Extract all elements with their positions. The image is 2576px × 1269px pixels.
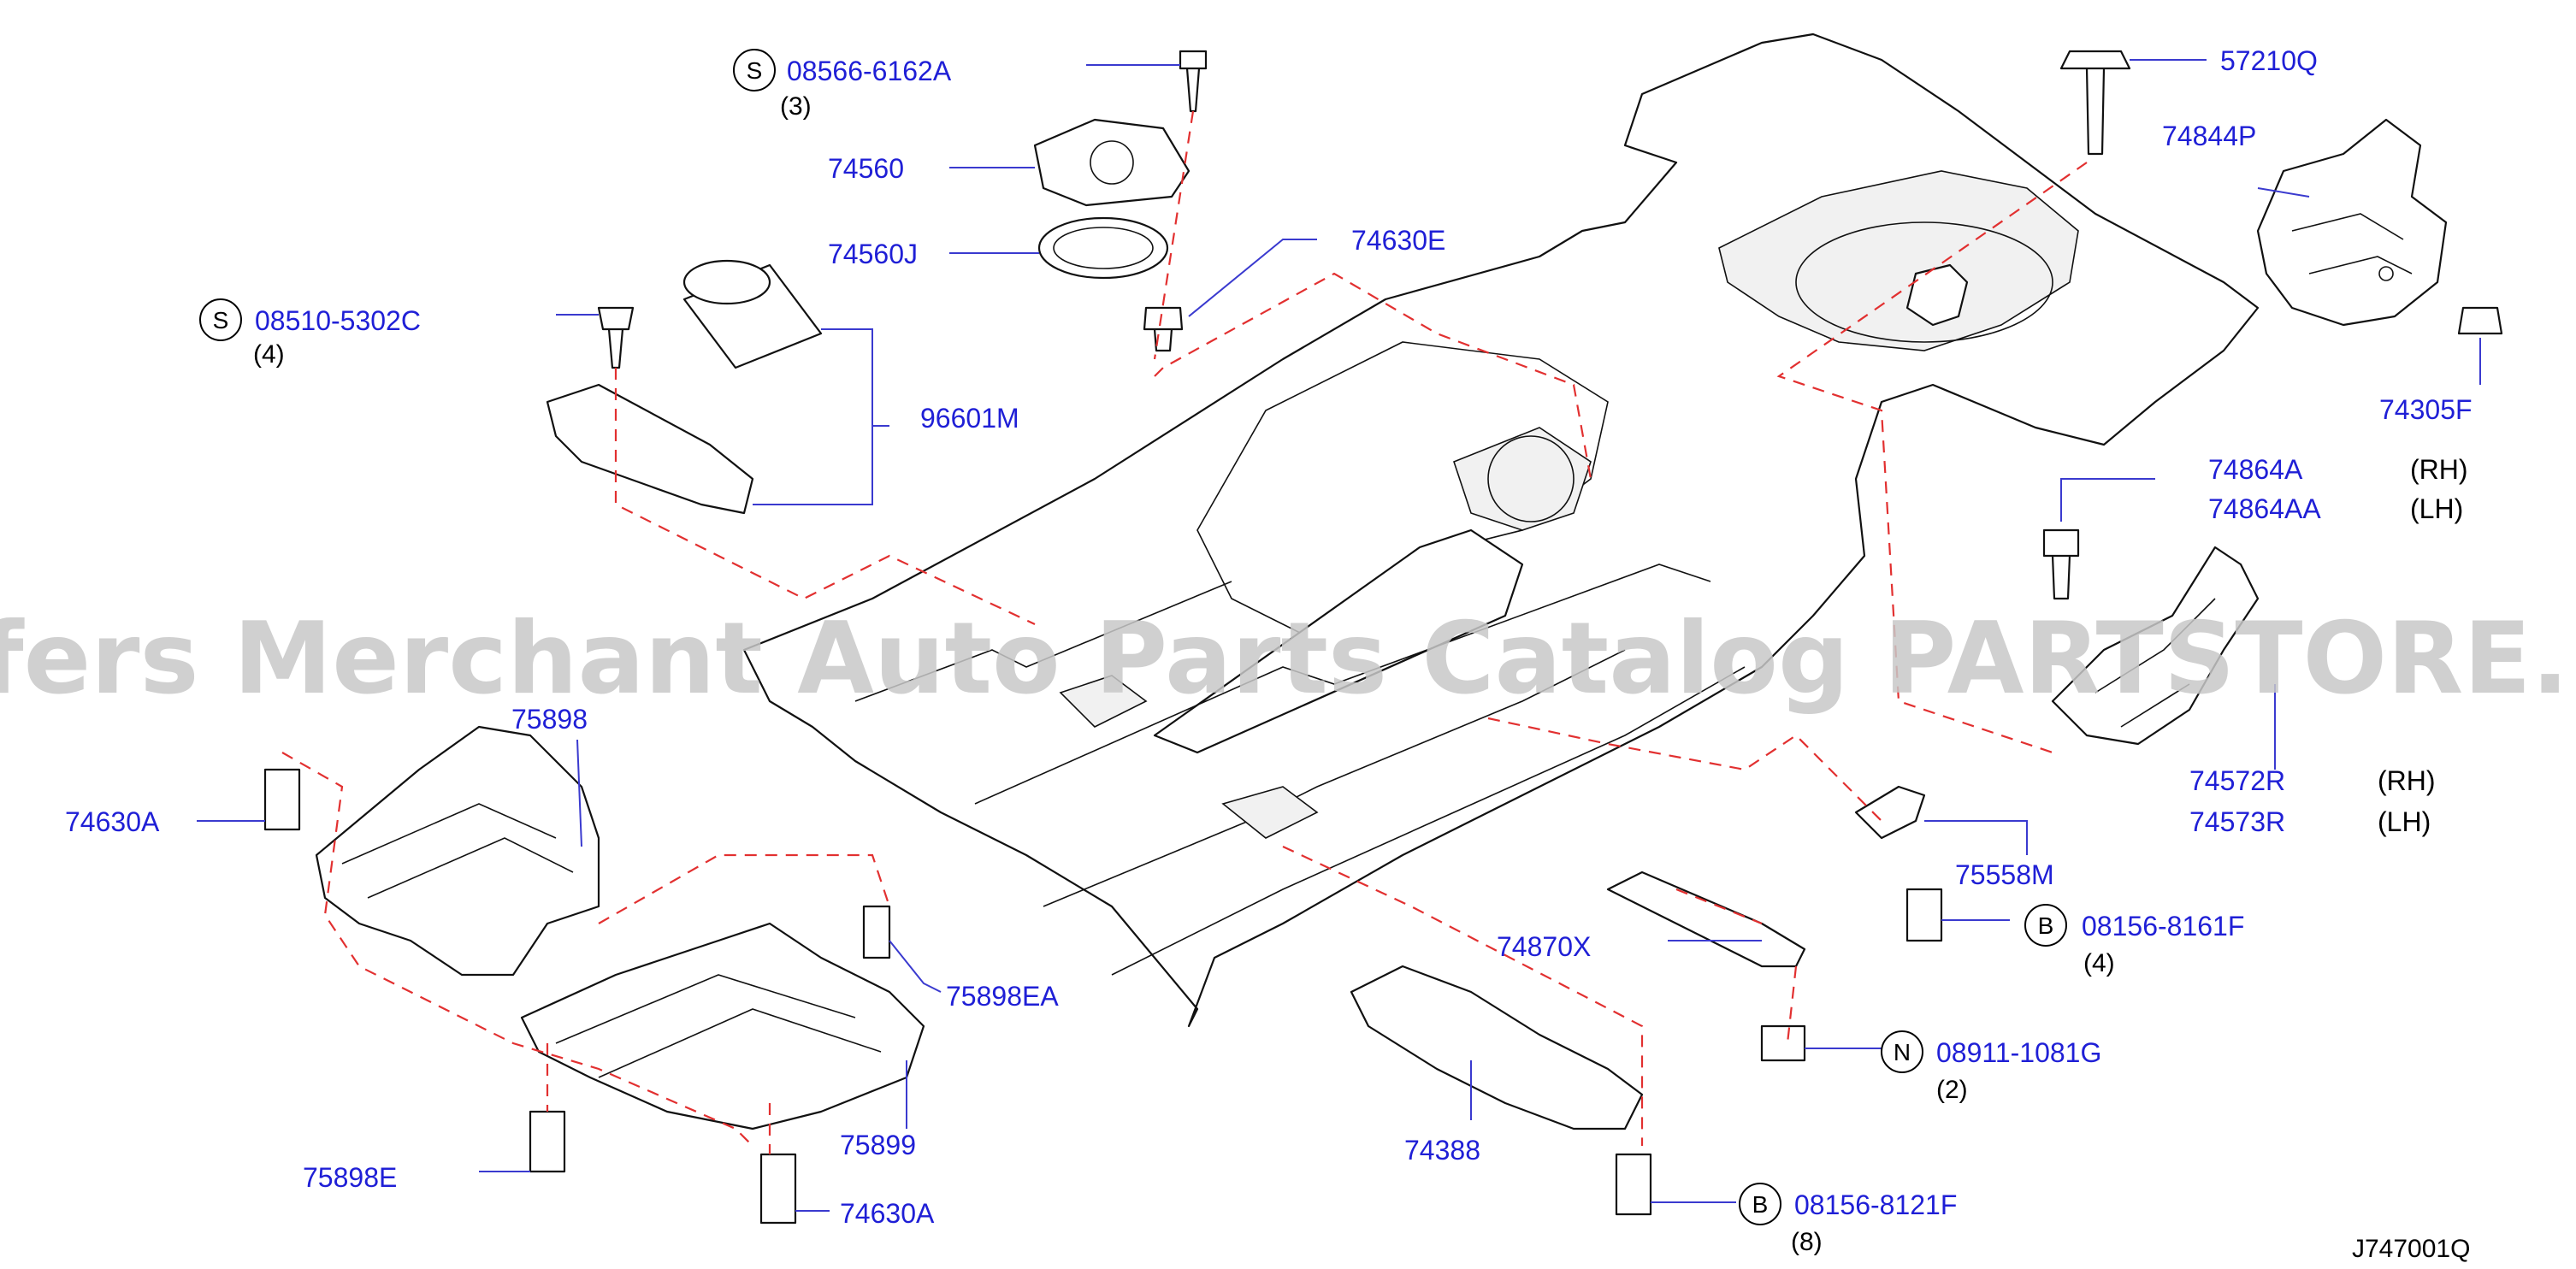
canister-96601m-drawing (546, 259, 823, 515)
quantity: (4) (2083, 949, 2115, 977)
part-number-74305f[interactable]: 74305F (2379, 394, 2473, 425)
part-number-96601m[interactable]: 96601M (920, 403, 1019, 434)
assembly-dash-lines (281, 110, 2088, 1154)
bracket-74572r-drawing (2051, 546, 2260, 746)
prefix-letter: B (1752, 1191, 1769, 1218)
prefix-circle (733, 49, 776, 91)
part-number[interactable]: 08156-8161F (2082, 911, 2244, 941)
prefix-circle (1739, 1183, 1781, 1225)
under-cover-75899-drawing (520, 922, 925, 1130)
part-number[interactable]: 08156-8121F (1794, 1189, 1957, 1220)
member-74388-drawing (1350, 965, 1644, 1130)
part-number-74560[interactable]: 74560 (828, 153, 904, 184)
part-number-75558m[interactable]: 75558M (1955, 859, 2054, 890)
under-cover-75898-drawing (315, 725, 600, 977)
part-number-74572r[interactable]: 74572R (2189, 765, 2285, 796)
watermark-text: Offers Merchant Auto Parts Catalog PARTS… (0, 601, 2576, 717)
part-number-74560j[interactable]: 74560J (828, 239, 918, 269)
part-number-74630a-lower[interactable]: 74630A (840, 1198, 935, 1229)
prefix-circle (1881, 1030, 1923, 1073)
part-number-74573r[interactable]: 74573R (2189, 806, 2285, 837)
prefix-letter: N (1894, 1039, 1911, 1065)
quantity: (3) (780, 92, 812, 121)
diagram-id: J747001Q (2352, 1235, 2470, 1263)
part-number-75898e[interactable]: 75898E (303, 1162, 397, 1193)
callout-08911-1081g[interactable]: N 08911-1081G (2) (1881, 1030, 2101, 1104)
part-number-74630e[interactable]: 74630E (1351, 225, 1445, 256)
part-number-75898[interactable]: 75898 (511, 704, 588, 735)
prefix-circle (2024, 904, 2067, 947)
member-74870x-drawing (1606, 871, 1806, 968)
callout-08156-8121f[interactable]: B 08156-8121F (8) (1739, 1183, 1957, 1256)
part-number-74864aa[interactable]: 74864AA (2208, 493, 2321, 524)
callout-08156-8161f[interactable]: B 08156-8161F (4) (2024, 904, 2244, 977)
quantity: (8) (1791, 1228, 1823, 1256)
callout-08566-6162a[interactable]: S 08566-6162A (3) (733, 49, 952, 121)
side-label-lh: (LH) (2410, 493, 2463, 524)
callout-08510-5302c[interactable]: S 08510-5302C (4) (199, 298, 421, 369)
prefix-letter: S (213, 307, 229, 333)
part-number-75899[interactable]: 75899 (840, 1130, 916, 1160)
part-number-74870x[interactable]: 74870X (1497, 931, 1591, 962)
part-number-74864a[interactable]: 74864A (2208, 454, 2303, 485)
leader-lines (197, 59, 2481, 1212)
quantity: (2) (1936, 1076, 1968, 1104)
part-number[interactable]: 08566-6162A (787, 56, 952, 86)
floor-pan-drawing (742, 32, 2260, 1028)
side-label-lh: (LH) (2378, 806, 2431, 837)
part-number-75898ea[interactable]: 75898EA (946, 981, 1059, 1012)
side-label-rh: (RH) (2378, 765, 2436, 796)
bracket-74844p-drawing (2256, 118, 2448, 327)
part-number-74388[interactable]: 74388 (1404, 1135, 1480, 1166)
side-label-rh: (RH) (2410, 454, 2468, 485)
prefix-circle (199, 298, 242, 341)
bracket-75558m-drawing (1854, 785, 1926, 840)
insulator-74560-drawing (1033, 118, 1191, 207)
fasteners-drawing (263, 50, 2503, 1225)
part-number-74630a[interactable]: 74630A (65, 806, 160, 837)
prefix-letter: B (2038, 912, 2054, 939)
ring-74560j-drawing (1037, 216, 1169, 280)
quantity: (4) (253, 340, 285, 369)
part-number[interactable]: 08510-5302C (255, 305, 421, 336)
part-number[interactable]: 08911-1081G (1936, 1037, 2101, 1068)
part-number-57210q[interactable]: 57210Q (2220, 45, 2318, 76)
prefix-letter: S (747, 57, 763, 84)
part-number-74844p[interactable]: 74844P (2162, 121, 2256, 151)
